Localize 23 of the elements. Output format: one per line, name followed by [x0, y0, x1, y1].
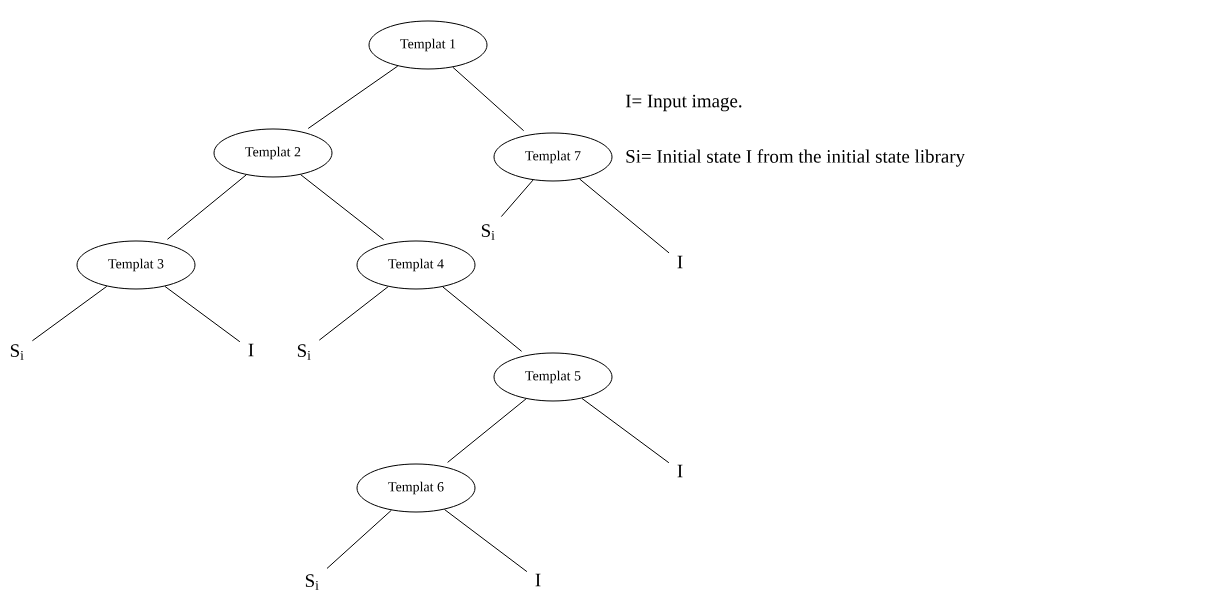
connector-line [452, 66, 525, 132]
connector-line [307, 65, 399, 129]
connector-line [579, 178, 670, 254]
leaf-label: S$_{i}$ [10, 344, 24, 360]
legend-note: I= Input image. [625, 94, 742, 112]
leaf-label: I [677, 255, 683, 269]
leaf-label: I [535, 573, 541, 587]
connector-line [318, 286, 389, 341]
leaf-label: S$_{i}$ [481, 224, 495, 240]
connector-line [326, 509, 392, 569]
leaf-label: I [248, 343, 254, 357]
connector-line [166, 174, 247, 240]
connector-line [31, 285, 108, 342]
leaf-label: S$_{i}$ [305, 574, 319, 590]
connector-line [447, 398, 527, 463]
connector-line [444, 509, 528, 573]
connector-line [442, 286, 523, 352]
connector-line [164, 285, 241, 343]
connector-line [581, 397, 670, 464]
leaf-label: I [677, 464, 683, 478]
connector-line [500, 179, 534, 218]
leaf-label: S$_{i}$ [297, 344, 311, 360]
connector-line [300, 174, 385, 241]
